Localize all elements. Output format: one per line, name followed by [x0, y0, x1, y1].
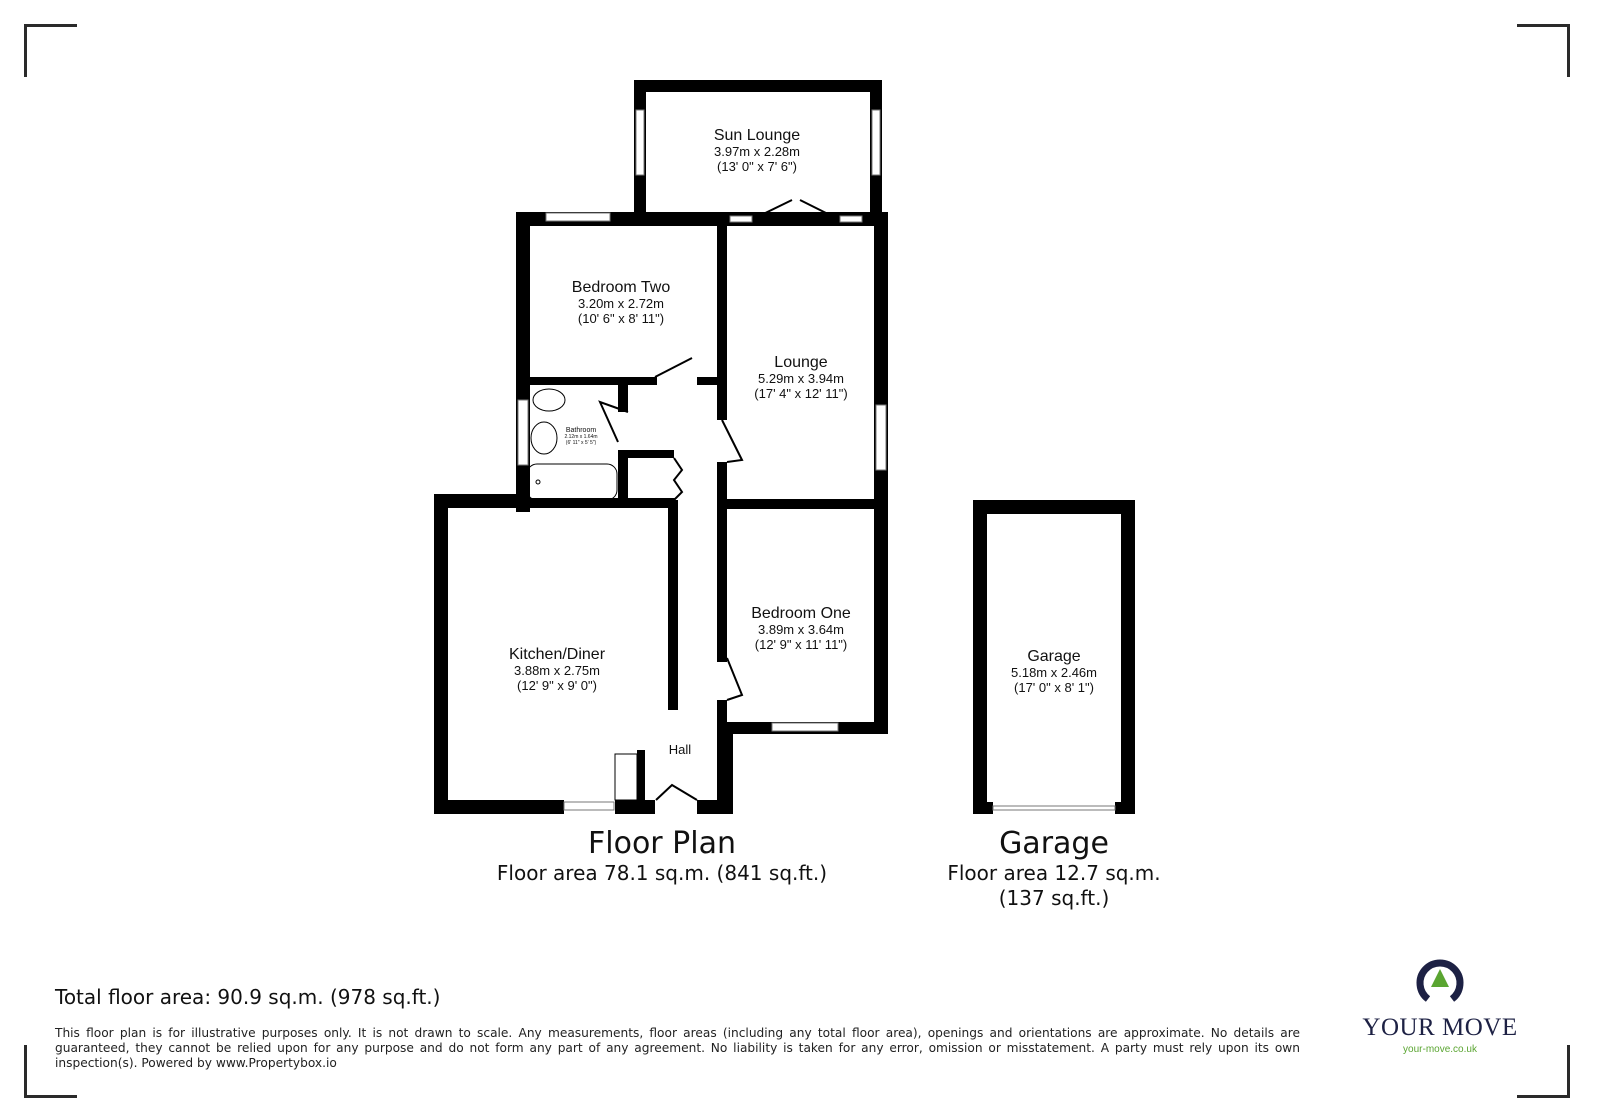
room-name: Bedroom One [751, 605, 851, 622]
garage-section: Garage Floor area 12.7 sq.m. (137 sq.ft.… [947, 826, 1160, 911]
room-bathroom: Bathroom 2.12m x 1.64m (6' 11" x 5' 5") [564, 427, 597, 447]
room-hall: Hall [668, 742, 692, 758]
disclaimer-text: This floor plan is for illustrative purp… [55, 1026, 1300, 1070]
wall [634, 80, 882, 92]
room-name: Bathroom [565, 427, 597, 434]
room-name: Bedroom Two [571, 279, 671, 296]
crop-mark-bottom-right [1517, 1045, 1570, 1098]
room-imperial: (17' 4" x 12' 11") [754, 386, 848, 402]
room-name: Sun Lounge [713, 127, 801, 144]
section-area-line2: (137 sq.ft.) [998, 886, 1110, 910]
section-area-line1: Floor area 12.7 sq.m. [947, 861, 1161, 885]
section-title: Floor Plan [587, 826, 736, 861]
room-metric: 5.29m x 3.94m [757, 371, 844, 387]
room-metric: 2.12m x 1.64m [564, 434, 598, 441]
room-garage: Garage 5.18m x 2.46m (17' 0" x 8' 1") [1011, 648, 1097, 696]
crop-mark-top-right [1517, 24, 1570, 77]
room-bedroom-one: Bedroom One 3.89m x 3.64m (12' 9" x 11' … [751, 605, 851, 653]
crop-mark-top-left [24, 24, 77, 77]
crop-mark-bottom-left [24, 1045, 77, 1098]
floor-plan-section: Floor Plan Floor area 78.1 sq.m. (841 sq… [497, 826, 827, 886]
total-floor-area: Total floor area: 90.9 sq.m. (978 sq.ft.… [55, 985, 441, 1009]
room-metric: 3.97m x 2.28m [714, 144, 800, 160]
room-imperial: (13' 0" x 7' 6") [717, 159, 797, 175]
room-metric: 3.20m x 2.72m [577, 296, 664, 312]
room-sun-lounge: Sun Lounge 3.97m x 2.28m (13' 0" x 7' 6"… [714, 127, 800, 175]
room-name: Hall [668, 742, 692, 757]
room-metric: 3.89m x 3.64m [757, 622, 844, 638]
logo-brand-text: YOUR MOVE [1362, 1014, 1518, 1041]
room-metric: 5.18m x 2.46m [1011, 665, 1097, 681]
room-metric: 3.88m x 2.75m [513, 663, 600, 679]
section-area: Floor area 78.1 sq.m. (841 sq.ft.) [496, 861, 828, 885]
room-bedroom-two: Bedroom Two 3.20m x 2.72m (10' 6" x 8' 1… [572, 279, 670, 327]
logo-mark-icon [1416, 959, 1464, 1002]
section-title: Garage [999, 826, 1109, 861]
room-imperial: (6' 11" x 5' 5") [565, 439, 597, 446]
room-imperial: (12' 9" x 11' 11") [754, 637, 848, 653]
room-imperial: (17' 0" x 8' 1") [1014, 680, 1094, 696]
room-lounge: Lounge 5.29m x 3.94m (17' 4" x 12' 11") [754, 354, 847, 402]
room-name: Garage [1027, 648, 1081, 665]
room-name: Kitchen/Diner [508, 646, 606, 663]
room-imperial: (12' 9" x 9' 0") [517, 678, 597, 694]
room-name: Lounge [774, 354, 828, 371]
room-kitchen-diner: Kitchen/Diner 3.88m x 2.75m (12' 9" x 9'… [509, 646, 605, 694]
logo-url: your-move.co.uk [1403, 1044, 1477, 1055]
room-imperial: (10' 6" x 8' 11") [577, 311, 665, 327]
your-move-logo: YOUR MOVE your-move.co.uk [1360, 953, 1520, 1055]
